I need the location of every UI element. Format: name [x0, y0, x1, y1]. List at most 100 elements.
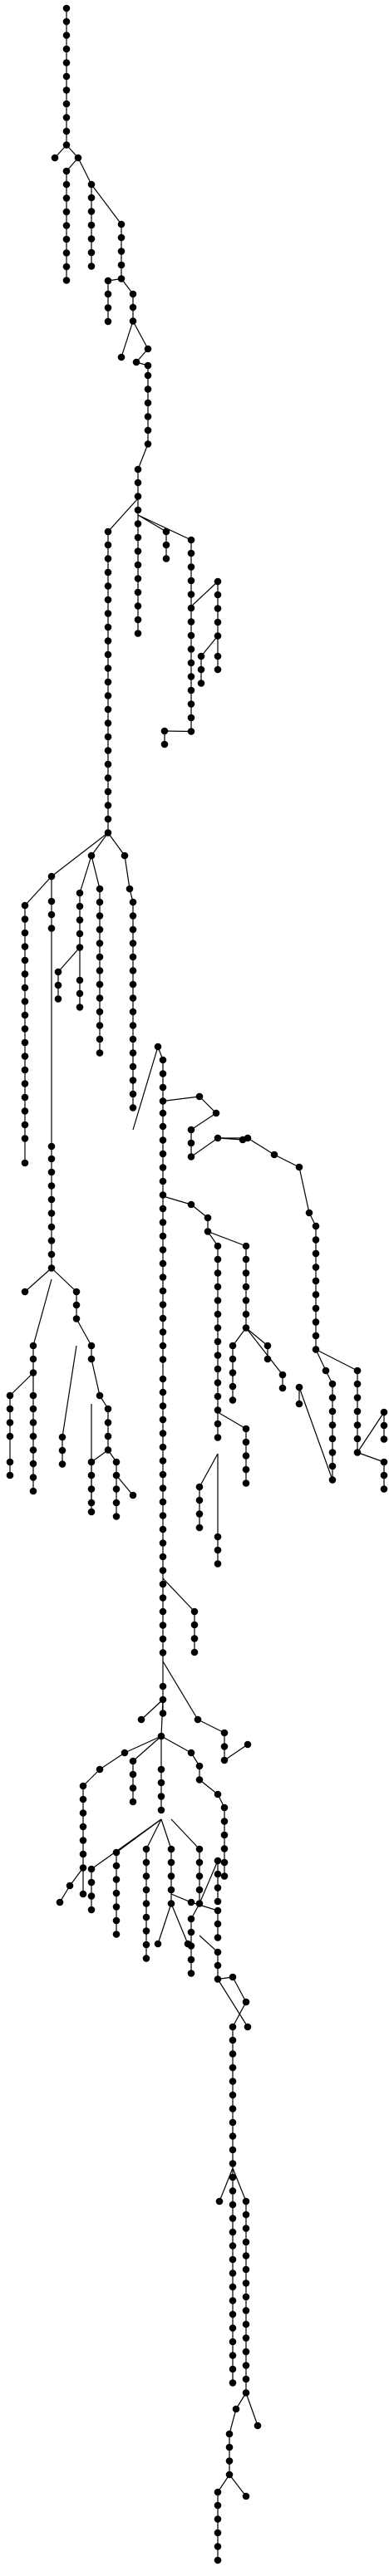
- tree-node: [159, 1301, 167, 1308]
- tree-node: [214, 1379, 222, 1386]
- tree-node: [72, 1288, 81, 1296]
- tree-node: [190, 1607, 199, 1616]
- tree-node: [62, 277, 71, 284]
- tree-node: [129, 1049, 137, 1057]
- tree-node: [104, 788, 112, 796]
- tree-node: [159, 1150, 167, 1158]
- tree-edge: [91, 1818, 162, 1870]
- tree-node: [134, 465, 142, 473]
- tree-node: [328, 1449, 337, 1456]
- tree-edge: [160, 1699, 164, 1737]
- tree-node: [129, 1770, 137, 1779]
- tree-node: [220, 1858, 229, 1867]
- tree-node: [159, 1083, 167, 1092]
- tree-node: [312, 1291, 320, 1298]
- tree-node: [54, 968, 62, 976]
- tree-edge: [190, 1112, 217, 1131]
- tree-node: [187, 1749, 195, 1757]
- tree-node: [6, 1458, 14, 1466]
- tree-node: [195, 1496, 204, 1504]
- tree-node: [29, 1405, 37, 1413]
- tree-edge: [357, 1451, 385, 1463]
- tree-node: [214, 1337, 222, 1346]
- tree-node: [129, 1077, 137, 1084]
- tree-node: [62, 4, 71, 12]
- tree-node: [54, 995, 62, 1003]
- tree-node: [96, 1008, 104, 1016]
- tree-edge: [298, 1386, 333, 1480]
- tree-node: [21, 1121, 29, 1129]
- tree-node: [159, 1136, 167, 1144]
- tree-node: [214, 1884, 222, 1892]
- tree-node: [242, 1479, 250, 1487]
- tree-node: [129, 303, 137, 312]
- tree-node: [214, 1420, 222, 1428]
- tree-node: [187, 1898, 195, 1906]
- tree-node: [112, 1931, 121, 1938]
- tree-node: [6, 1405, 14, 1413]
- tree-node: [21, 1025, 29, 1033]
- tree-nodes: [6, 4, 388, 2564]
- tree-node: [162, 541, 170, 549]
- tree-node: [159, 1457, 167, 1465]
- tree-node: [6, 1432, 14, 1440]
- tree-node: [187, 1942, 195, 1950]
- tree-node: [242, 2279, 250, 2287]
- tree-node: [87, 1458, 96, 1466]
- tree-edge: [162, 1661, 199, 1720]
- tree-node: [104, 802, 112, 809]
- tree-node: [214, 1920, 222, 1928]
- tree-node: [229, 2063, 237, 2072]
- tree-edge: [91, 184, 122, 225]
- tree-node: [104, 678, 112, 686]
- tree-node: [328, 1394, 337, 1401]
- tree-node: [190, 1621, 199, 1629]
- tree-node: [74, 154, 82, 162]
- tree-node: [144, 413, 152, 420]
- tree-node: [29, 1487, 37, 1495]
- tree-node: [87, 194, 96, 202]
- tree-node: [142, 1886, 150, 1894]
- tree-node: [242, 2197, 250, 2206]
- tree-node: [104, 650, 112, 659]
- tree-node: [312, 1277, 320, 1285]
- tree-node: [244, 1740, 252, 1749]
- tree-node: [295, 1383, 303, 1391]
- tree-node: [96, 967, 104, 974]
- tree-edge: [200, 635, 219, 657]
- tree-node: [87, 1499, 96, 1507]
- tree-node: [328, 1476, 337, 1484]
- tree-edge: [91, 1358, 101, 1396]
- tree-node: [195, 1483, 204, 1491]
- tree-node: [112, 1471, 121, 1479]
- tree-node: [220, 1872, 229, 1880]
- tree-node: [62, 32, 71, 39]
- tree-node: [104, 733, 112, 741]
- tree-node: [229, 2036, 237, 2044]
- tree-node: [244, 2023, 252, 2031]
- tree-node: [214, 1948, 222, 1956]
- tree-node: [159, 1622, 167, 1629]
- tree-node: [29, 1369, 37, 1376]
- tree-node: [214, 1546, 222, 1554]
- tree-node: [159, 1682, 167, 1690]
- tree-node: [229, 2078, 237, 2085]
- tree-node: [160, 740, 169, 748]
- tree-edge: [116, 1474, 134, 1496]
- tree-edge: [107, 832, 126, 856]
- tree-node: [87, 1342, 96, 1350]
- tree-node: [167, 1900, 175, 1907]
- tree-node: [129, 912, 137, 920]
- tree-node: [159, 1607, 167, 1616]
- tree-node: [54, 981, 62, 989]
- tree-node: [154, 1043, 162, 1051]
- tree-node: [104, 582, 112, 590]
- tree-node: [229, 2365, 237, 2373]
- tree-node: [312, 1263, 320, 1271]
- tree-edge: [273, 1154, 300, 1168]
- tree-node: [380, 1458, 388, 1466]
- tree-node: [47, 1155, 56, 1163]
- tree-node: [96, 898, 104, 906]
- tree-node: [242, 2375, 250, 2383]
